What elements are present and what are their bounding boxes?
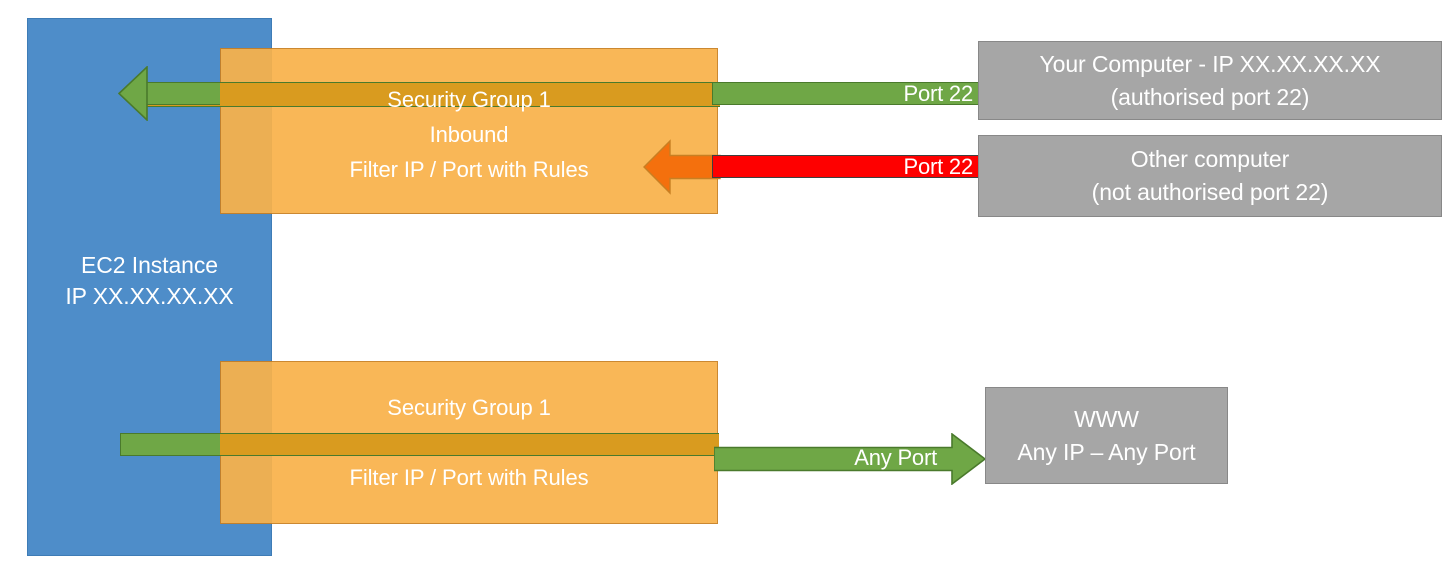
- allowed-inbound-arrow-shaft-inside-ec2: [145, 82, 220, 105]
- endpoint-your-computer-box: Your Computer - IP XX.XX.XX.XX (authoris…: [978, 41, 1442, 120]
- security-group-inbound-label: Security Group 1 Inbound Filter IP / Por…: [349, 87, 589, 182]
- allowed-inbound-arrow-shaft-inside-group: [145, 82, 720, 107]
- allowed-inbound-arrowhead-icon: [118, 66, 148, 121]
- allowed-outbound-arrow-shaft-inside-ec2: [120, 433, 221, 456]
- allowed-outbound-label-wrap: Any Port: [714, 433, 987, 485]
- blocked-inbound-port-label: Port 22: [903, 154, 973, 179]
- allowed-inbound-port-label: Port 22: [903, 81, 973, 106]
- allowed-outbound-arrow-shaft-inside-group: [220, 433, 719, 456]
- allowed-outbound-port-label: Any Port: [854, 445, 937, 470]
- ec2-instance-label: EC2 Instance IP XX.XX.XX.XX: [65, 252, 234, 309]
- blocked-inbound-flow-bar: Port 22: [712, 155, 980, 178]
- endpoint-www-box: WWW Any IP – Any Port: [985, 387, 1228, 484]
- security-group-inbound-box: [220, 48, 718, 214]
- allowed-inbound-flow-bar: Port 22: [712, 82, 980, 105]
- endpoint-other-computer-box: Other computer (not authorised port 22): [978, 135, 1442, 217]
- allowed-outbound-arrow-icon: [714, 433, 987, 485]
